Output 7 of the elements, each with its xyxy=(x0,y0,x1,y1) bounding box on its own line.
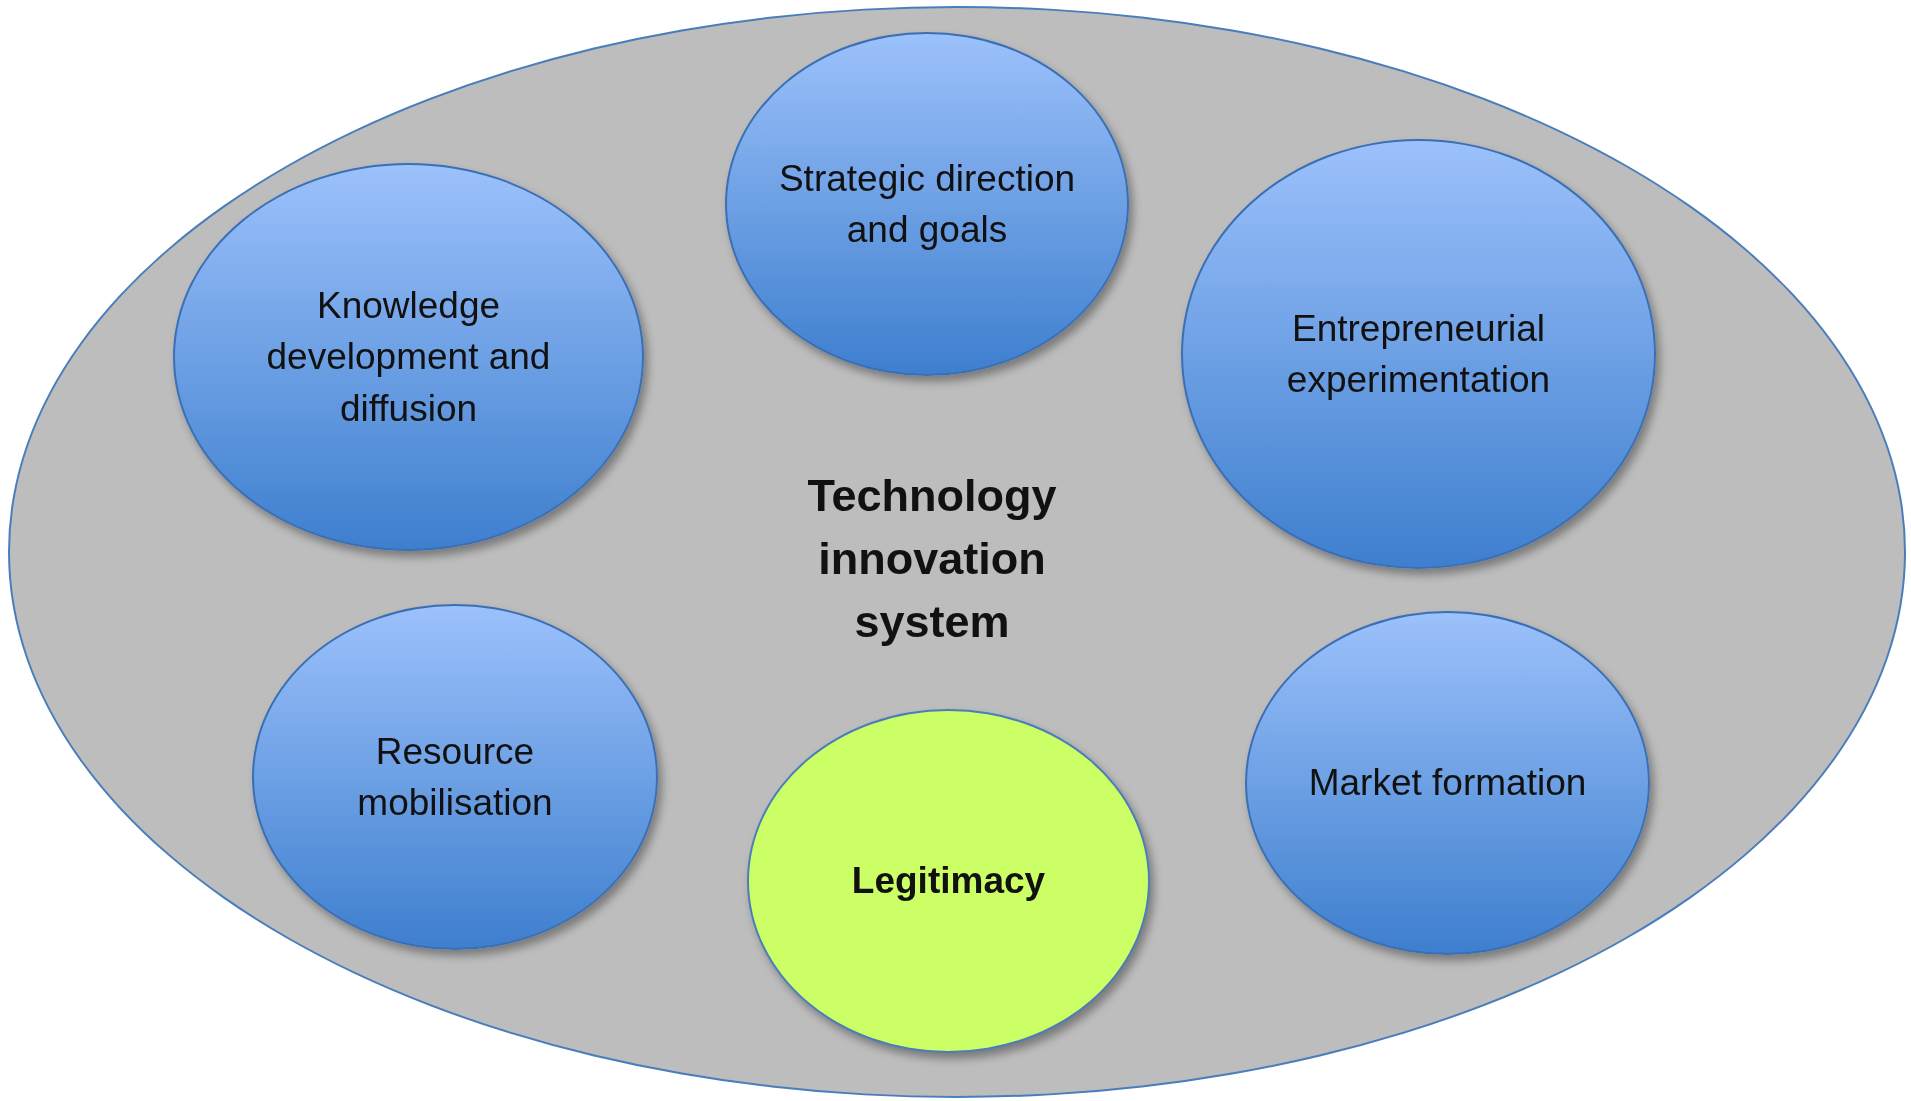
function-ellipse: Market formation xyxy=(1245,611,1650,955)
function-ellipse: Knowledge development and diffusion xyxy=(173,163,644,551)
function-ellipse: Resource mobilisation xyxy=(252,604,658,950)
function-ellipse: Strategic direction and goals xyxy=(725,32,1129,376)
center-label: Technology innovation system xyxy=(806,469,1058,649)
function-ellipse: Legitimacy xyxy=(747,709,1150,1053)
function-ellipse: Entrepreneurial experimentation xyxy=(1181,139,1656,569)
